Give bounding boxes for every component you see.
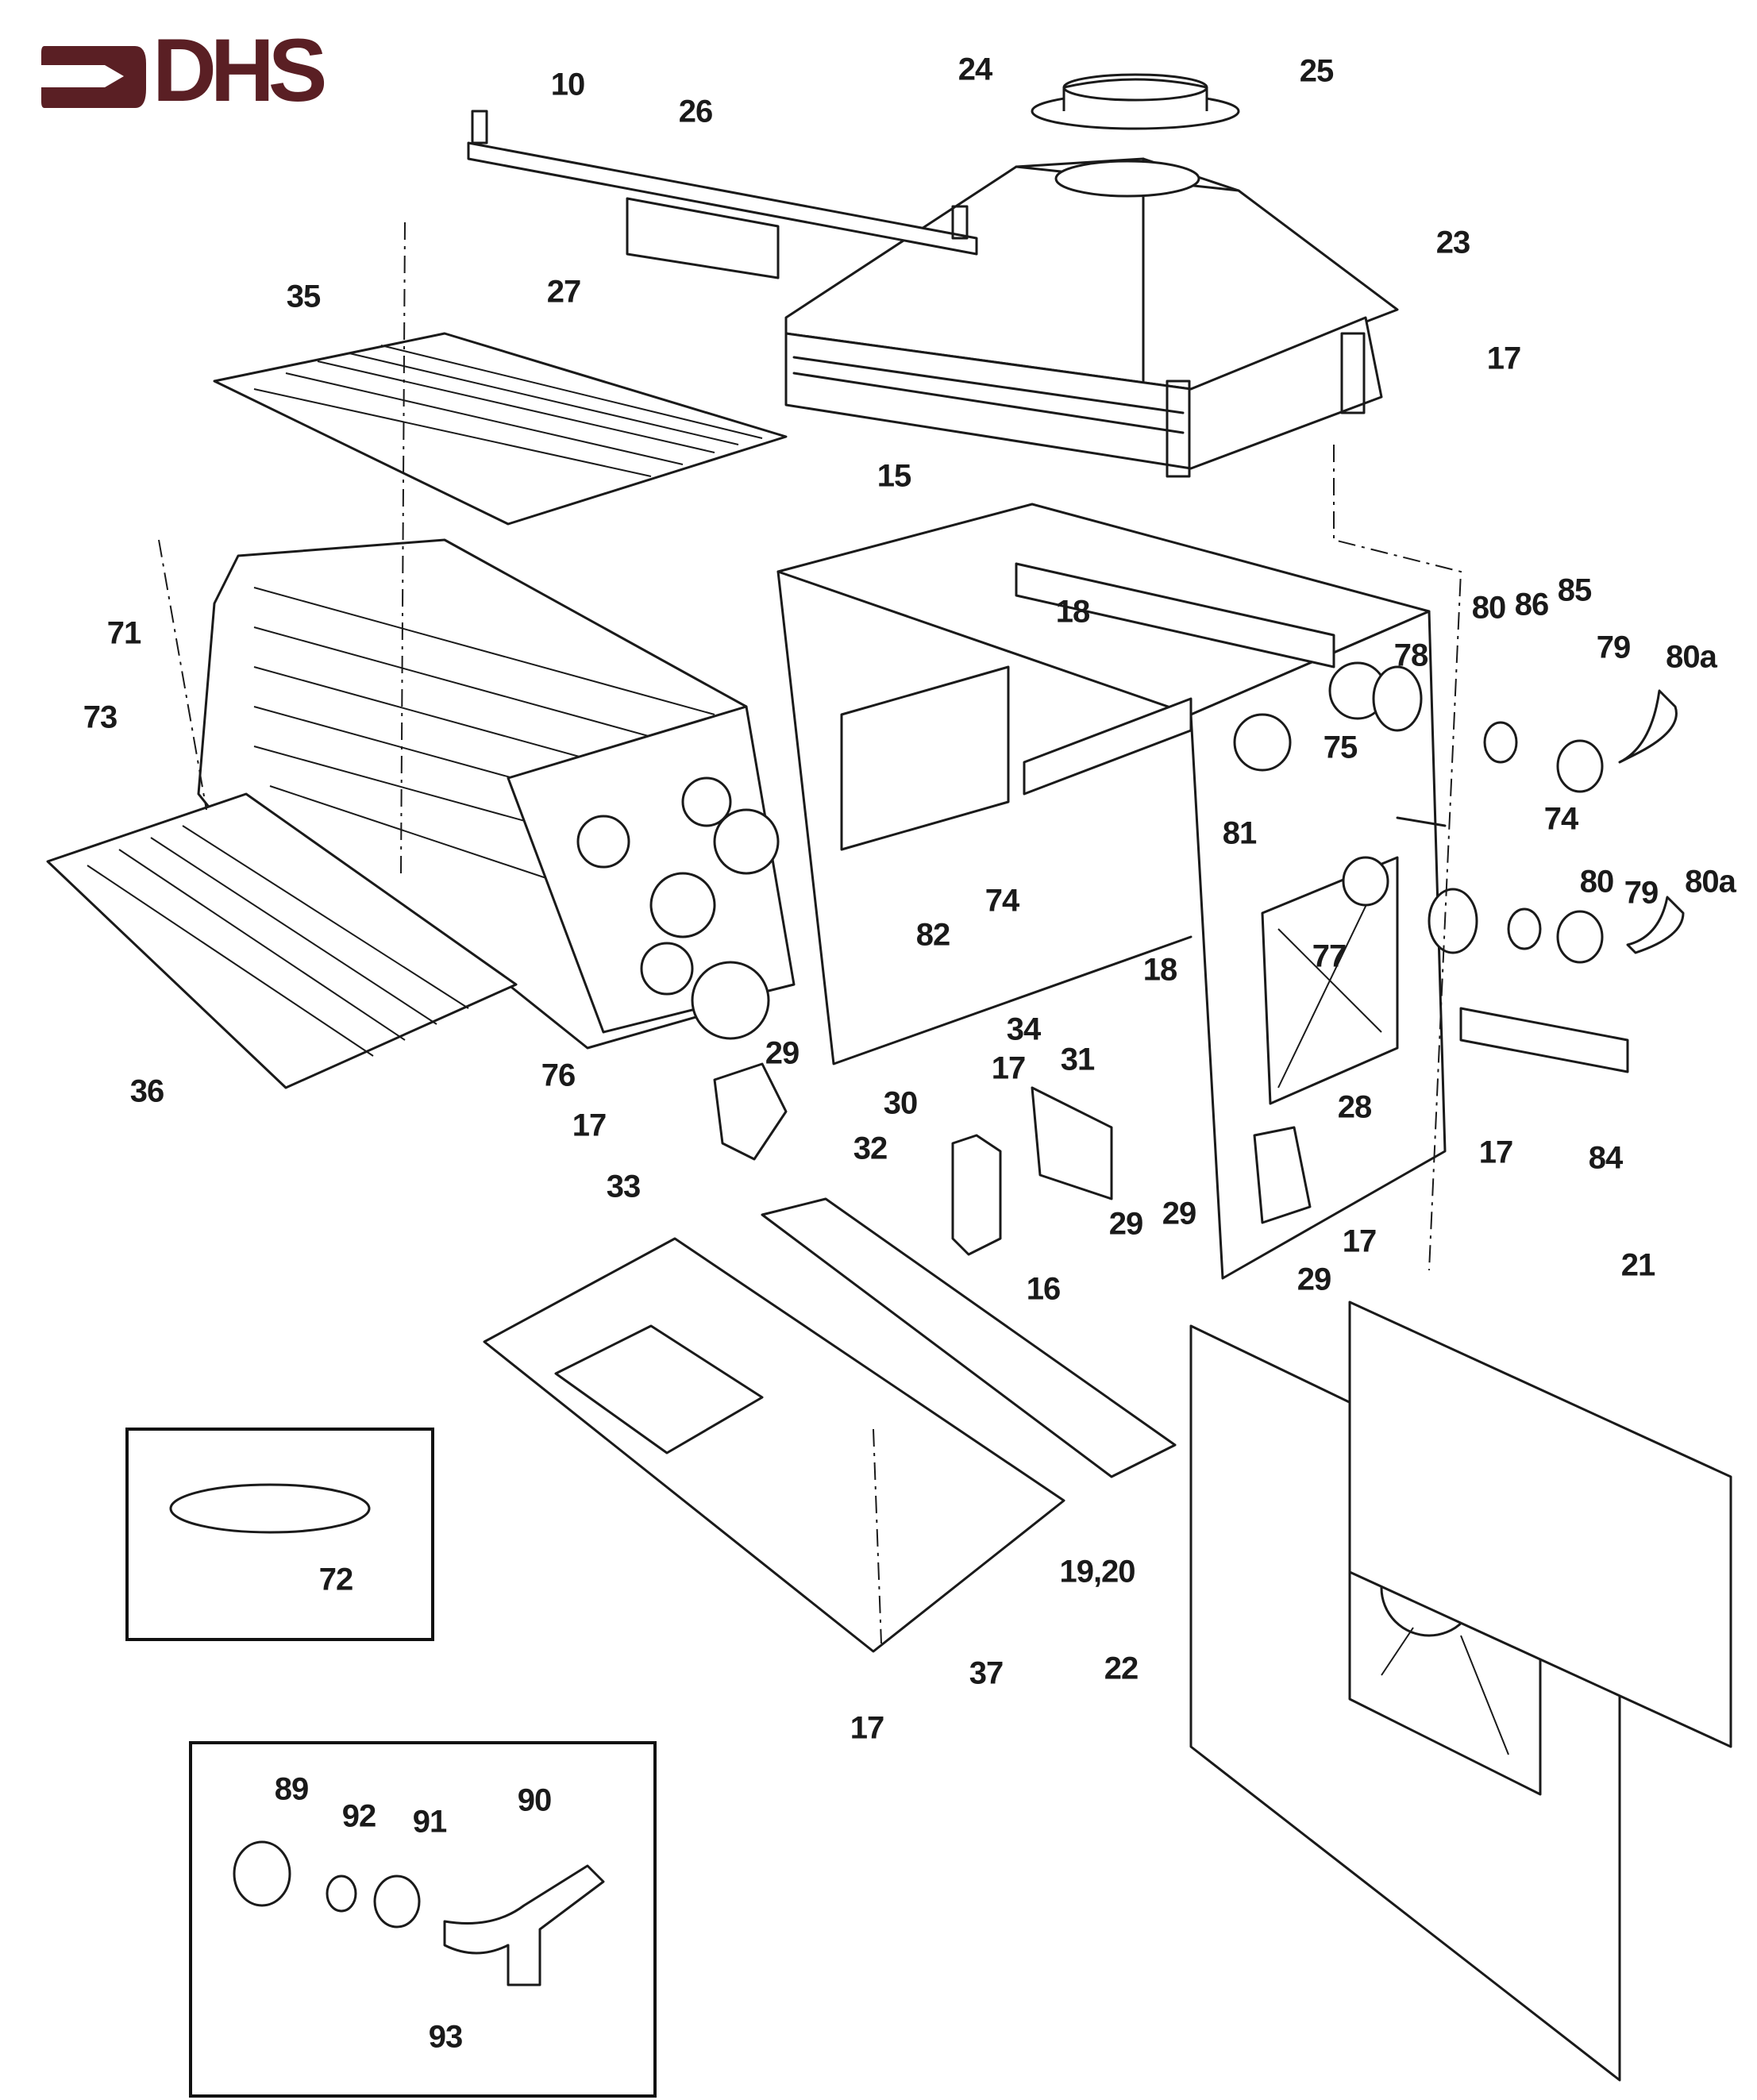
part-label: 29 [765,1035,800,1071]
inset-drain-fitting [189,1741,657,2098]
inset-gasket-72 [125,1428,434,1641]
part-label: 18 [1055,594,1090,630]
part-label: 37 [969,1655,1004,1691]
part-label: 36 [129,1073,164,1109]
gasket-72 [169,1483,371,1534]
dhs-logo: DHS [41,26,343,119]
burner-tray-35 [213,332,788,526]
part-label: 17 [991,1050,1026,1086]
part-label: 81 [1222,815,1257,851]
part-label: 74 [1543,801,1578,837]
part-label: 72 [318,1562,353,1597]
base-tray-37 [483,1237,1065,1653]
part-label: 31 [1060,1042,1095,1077]
part-label: 80 [1471,590,1506,626]
heat-exchanger [197,538,796,1050]
part-label: 79 [1624,875,1659,911]
part-label: 93 [428,2019,463,2055]
flue-hood-23 [784,157,1399,478]
part-label: 28 [1337,1089,1372,1125]
part-label: 17 [1486,341,1521,376]
part-label: 84 [1588,1140,1623,1176]
rear-panel-21 [1348,1300,1732,1748]
leader-lines [158,222,1462,1644]
part-label: 29 [1108,1206,1143,1242]
part-label: 15 [877,458,911,494]
part-label: 22 [1104,1651,1139,1686]
part-label: 82 [915,917,950,953]
part-label: 77 [1312,938,1347,974]
part-label: 76 [541,1058,576,1093]
part-label: 89 [274,1771,309,1807]
bar-16 [761,1197,1177,1478]
main-casing-15 [776,503,1447,1280]
part-label: 27 [546,274,581,310]
part-label: 73 [83,699,118,735]
part-label: 17 [572,1108,607,1143]
part-label: 90 [517,1782,552,1818]
part-label: 78 [1393,638,1428,673]
part-label: 34 [1006,1011,1041,1047]
part-label: 25 [1299,53,1334,89]
part-label: 80 [1579,864,1614,900]
part-label: 17 [1342,1223,1377,1259]
part-label: 16 [1026,1271,1061,1307]
plate-84 [1459,1007,1629,1073]
part-label: 17 [850,1710,884,1746]
part-label: 30 [883,1085,918,1121]
logo-arrow-icon [41,46,146,108]
part-label: 23 [1435,225,1470,260]
part-label: 18 [1142,952,1177,988]
pipe-fittings [1342,665,1685,964]
part-label: 29 [1162,1196,1196,1231]
burner-base-tray-36 [46,792,518,1089]
part-label: 80a [1685,864,1736,900]
part-label: 92 [341,1798,376,1834]
part-label: 21 [1620,1247,1655,1283]
part-label: 33 [606,1169,641,1204]
flue-collar-24 [1031,73,1240,130]
part-label: 75 [1323,730,1358,765]
part-label: 10 [550,67,585,102]
part-label: 26 [678,94,713,129]
part-label: 29 [1297,1262,1331,1297]
bracket-bar-26 [467,110,978,279]
logo-text: DHS [152,21,327,120]
part-label: 74 [984,883,1019,919]
part-label: 91 [412,1804,447,1840]
control-components [713,1062,1312,1256]
part-label: 32 [853,1131,888,1166]
part-label: 35 [286,279,321,314]
part-label: 19,20 [1059,1554,1135,1589]
part-label: 85 [1557,572,1592,608]
part-label: 17 [1478,1135,1513,1170]
part-label: 80a [1666,639,1717,675]
drain-fitting-parts [233,1840,605,1986]
part-label: 24 [957,52,992,87]
part-label: 71 [106,615,141,651]
part-label: 86 [1514,587,1549,622]
part-label: 79 [1596,630,1631,665]
